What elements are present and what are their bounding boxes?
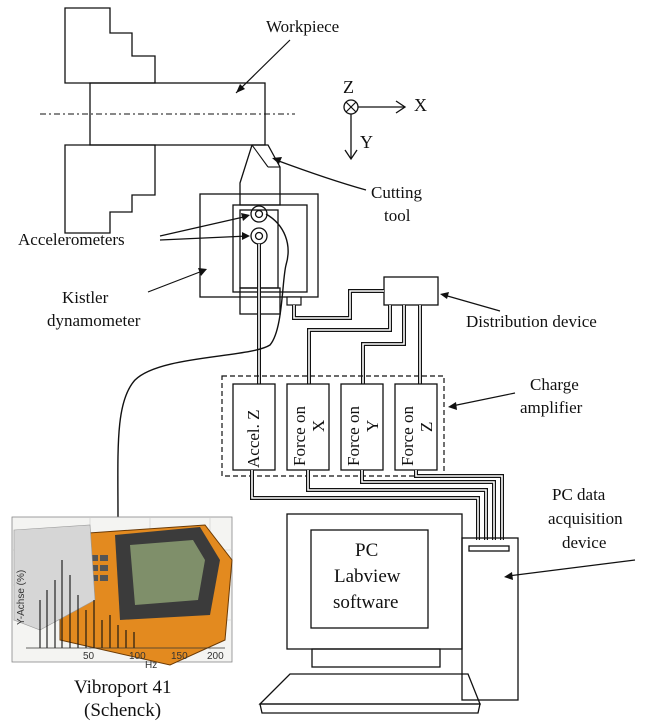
vibroport-tick-150: 150 bbox=[171, 651, 188, 662]
pc-screen bbox=[310, 529, 429, 629]
channel-force-y-label-1: Force on bbox=[344, 406, 363, 466]
cutting-tool-arrow bbox=[275, 159, 367, 191]
pc-screen-line1: PC bbox=[355, 540, 378, 561]
pc-tower-slot bbox=[468, 545, 510, 552]
vibroport-cable bbox=[117, 213, 289, 521]
accelerometer-2 bbox=[250, 227, 268, 245]
pc-screen-line2: Labview bbox=[334, 566, 401, 587]
pc-daq-label-2: acquisition bbox=[548, 509, 623, 528]
channel-accel-z-label: Accel. Z bbox=[244, 409, 263, 468]
workpiece-arrowhead bbox=[236, 84, 245, 93]
vibroport-yaxis-label: Y-Achse (%) bbox=[16, 570, 27, 625]
vibroport-photo: 50 100 150 200 Hz Y-Achse (%) bbox=[11, 516, 233, 671]
vibroport-tick-200: 200 bbox=[207, 651, 224, 662]
y-axis-label: Y bbox=[360, 132, 373, 152]
pc-screen-line3: software bbox=[333, 592, 398, 613]
vibroport-unit: Hz bbox=[145, 660, 157, 671]
pc-keyboard bbox=[258, 673, 481, 705]
channel-force-x-label-2: X bbox=[309, 420, 328, 432]
x-axis-label: X bbox=[414, 95, 427, 115]
channel-force-z-label-1: Force on bbox=[398, 406, 417, 466]
vibroport-label-1: Vibroport 41 bbox=[74, 677, 172, 698]
chuck-upper bbox=[64, 7, 156, 84]
accelerometers-label: Accelerometers bbox=[18, 230, 125, 249]
pc-daq-label-3: device bbox=[562, 533, 606, 552]
kistler-label-2: dynamometer bbox=[47, 311, 141, 330]
cutting-tool-label-2: tool bbox=[384, 206, 411, 225]
pc-monitor-base bbox=[311, 648, 441, 668]
charge-amplifier-label-1: Charge bbox=[530, 375, 579, 394]
workpiece-label: Workpiece bbox=[266, 17, 339, 36]
vibroport-tick-100: 100 bbox=[129, 651, 146, 662]
channel-force-x-label-1: Force on bbox=[290, 406, 309, 466]
charge-amplifier-label-2: amplifier bbox=[520, 398, 583, 417]
distribution-cables bbox=[307, 305, 422, 384]
channel-force-z-label-2: Z bbox=[417, 422, 436, 432]
z-axis-label: Z bbox=[343, 77, 354, 97]
accelerometer-1 bbox=[250, 205, 268, 223]
cutting-tool bbox=[239, 144, 281, 206]
vibroport-tick-50: 50 bbox=[83, 651, 95, 662]
dynamometer-connector bbox=[286, 296, 302, 306]
pc-tower bbox=[461, 537, 519, 701]
distribution-device-label: Distribution device bbox=[466, 312, 597, 331]
workpiece-arrow bbox=[235, 39, 291, 94]
amplifier-channels: Accel. Z Force on X Force on Y Force on … bbox=[232, 383, 438, 471]
amplifier-pc-cables bbox=[250, 470, 504, 540]
vibroport-label-2: (Schenck) bbox=[84, 700, 161, 721]
charge-amplifier-frame bbox=[221, 375, 445, 477]
channel-force-y-label-2: Y bbox=[363, 420, 382, 432]
axes-indicator: Z X Y bbox=[343, 77, 427, 161]
cutting-tool-label-1: Cutting bbox=[371, 183, 423, 202]
chuck-lower bbox=[64, 144, 156, 234]
kistler-label-1: Kistler bbox=[62, 288, 109, 307]
pc-daq-label-1: PC data bbox=[552, 485, 606, 504]
distribution-device bbox=[383, 276, 439, 306]
